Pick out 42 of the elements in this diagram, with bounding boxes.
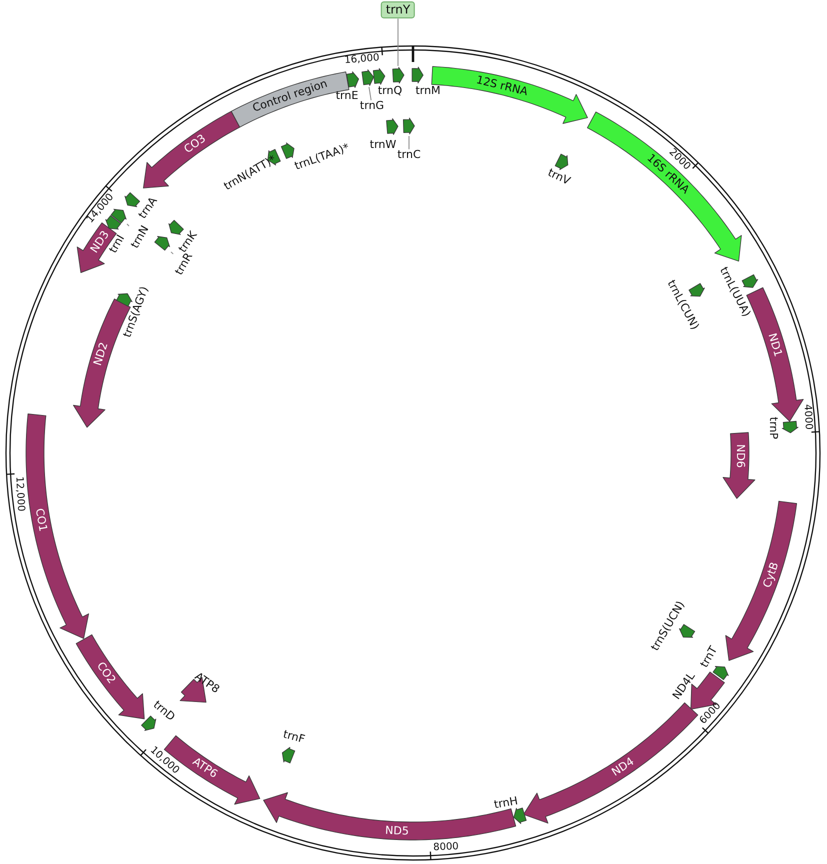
scale-label: 12,000 [12, 476, 26, 512]
gene-label: trnV [546, 166, 572, 188]
callout-tag: trnY [380, 1, 416, 19]
gene-label: trnC [397, 149, 421, 161]
scale-label: 8000 [432, 842, 459, 854]
leader-line [408, 136, 410, 150]
gene-label: ND1 [766, 332, 784, 358]
leader-line [170, 251, 174, 254]
trna-arrow-icon [512, 807, 528, 825]
trna-arrow-icon [781, 420, 800, 434]
gene-label: trnI [107, 232, 127, 256]
trna-arrow-icon [281, 746, 296, 765]
gene-label: trnM [415, 85, 441, 97]
trna-arrow-icon [360, 68, 375, 87]
gene-label: trnH [493, 795, 519, 811]
gene-label: ND6 [734, 444, 746, 468]
gene-label: 12S rRNA [476, 74, 530, 98]
trna-arrow-icon [402, 117, 416, 136]
gene-label: CytB [760, 561, 780, 590]
trna-arrow-icon [385, 117, 399, 136]
leader-line [368, 86, 372, 101]
scale-label: 4000 [801, 404, 814, 430]
trna-arrow-icon [280, 141, 296, 160]
trna-arrow-icon [372, 67, 386, 86]
gene-label: trnP [767, 416, 779, 440]
gene-label: trnF [282, 728, 306, 746]
leader-line [126, 224, 130, 226]
gene-label: trnW [370, 139, 396, 151]
gene-label: ND4 [610, 756, 636, 779]
gene-label: ND2 [92, 340, 110, 367]
scale-label: 16,000 [344, 54, 380, 67]
gene-label: CO3 [182, 132, 208, 156]
gene-label: trnE [336, 90, 358, 102]
gene-label: trnG [360, 100, 384, 112]
trna-arrow-icon [411, 66, 425, 85]
trna-arrow-icon [345, 70, 360, 89]
gene-label: ND5 [384, 824, 410, 837]
gene-label: CO1 [33, 508, 49, 533]
trna-arrow-icon [712, 665, 730, 681]
trna-arrow-icon [153, 235, 171, 252]
gene-label: trnQ [378, 85, 402, 97]
trna-arrow-icon [391, 66, 405, 85]
